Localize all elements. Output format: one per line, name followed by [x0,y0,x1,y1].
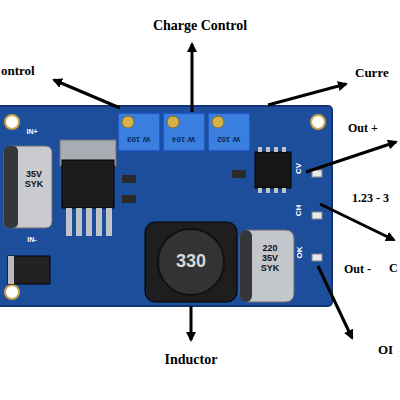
callout-label: OI [378,343,393,357]
trim-screw [212,116,224,128]
inductor-body [145,222,237,302]
ic-pin [274,147,278,152]
part-marking: W 104 [172,134,195,143]
silkscreen-text: OK [296,246,305,258]
regulator-pin [106,208,112,236]
ic-pin [274,188,278,193]
callout-label: Out + [348,122,378,135]
diode [8,256,50,284]
led [312,254,322,261]
resistor [122,175,136,183]
potentiometer [163,113,205,151]
callout-label: Inductor [165,352,218,367]
mount-hole [5,115,19,129]
capacitor [4,146,52,228]
capacitor [240,230,294,302]
silkscreen-text: IN+ [26,128,37,136]
pcb-board [0,106,332,306]
ic-pin [282,188,286,193]
trim-screw [122,116,134,128]
part-marking: 220 35V SYK [254,244,286,274]
capacitor-band [4,146,18,228]
resistor [122,195,136,203]
ic-pin [258,188,262,193]
callout-label: C [389,262,398,275]
callout-label: Curre [355,66,389,80]
capacitor-band [240,230,252,302]
inductor-core [158,229,224,295]
silkscreen-text: CH [296,204,305,216]
silkscreen-text: IN- [27,236,36,244]
leader-arrow [320,204,394,240]
ic-pin [282,147,286,152]
leader-arrow [318,266,352,338]
ic-chip [255,152,291,188]
leader-arrow [190,306,193,340]
regulator-body [62,160,114,208]
ic-pin [266,147,270,152]
leader-arrow [268,84,346,105]
callout-label: Charge Control [153,18,247,33]
callout-label: Out - [344,263,371,276]
silkscreen-text: CV [296,162,305,173]
leader-arrow [54,80,120,108]
part-marking: 330 [176,252,206,272]
regulator-pin [76,208,82,236]
resistor [232,170,246,178]
callout-label: ontrol [1,64,35,78]
part-marking: 35V SYK [21,170,47,190]
ic-pin [258,147,262,152]
leader-arrow [306,142,396,172]
trim-screw [167,116,179,128]
part-marking: W 102 [217,134,240,143]
callout-label: 1.23 - 3 [352,192,389,205]
led [312,212,322,219]
ic-pin [266,188,270,193]
mount-hole [311,115,325,129]
leader-arrow [191,44,194,112]
regulator-pin [96,208,102,236]
part-marking: W 103 [127,134,150,143]
potentiometer [118,113,160,151]
regulator-pin [86,208,92,236]
potentiometer [208,113,250,151]
mount-hole [5,285,19,299]
regulator-pin [66,208,72,236]
diode-band [8,256,14,284]
